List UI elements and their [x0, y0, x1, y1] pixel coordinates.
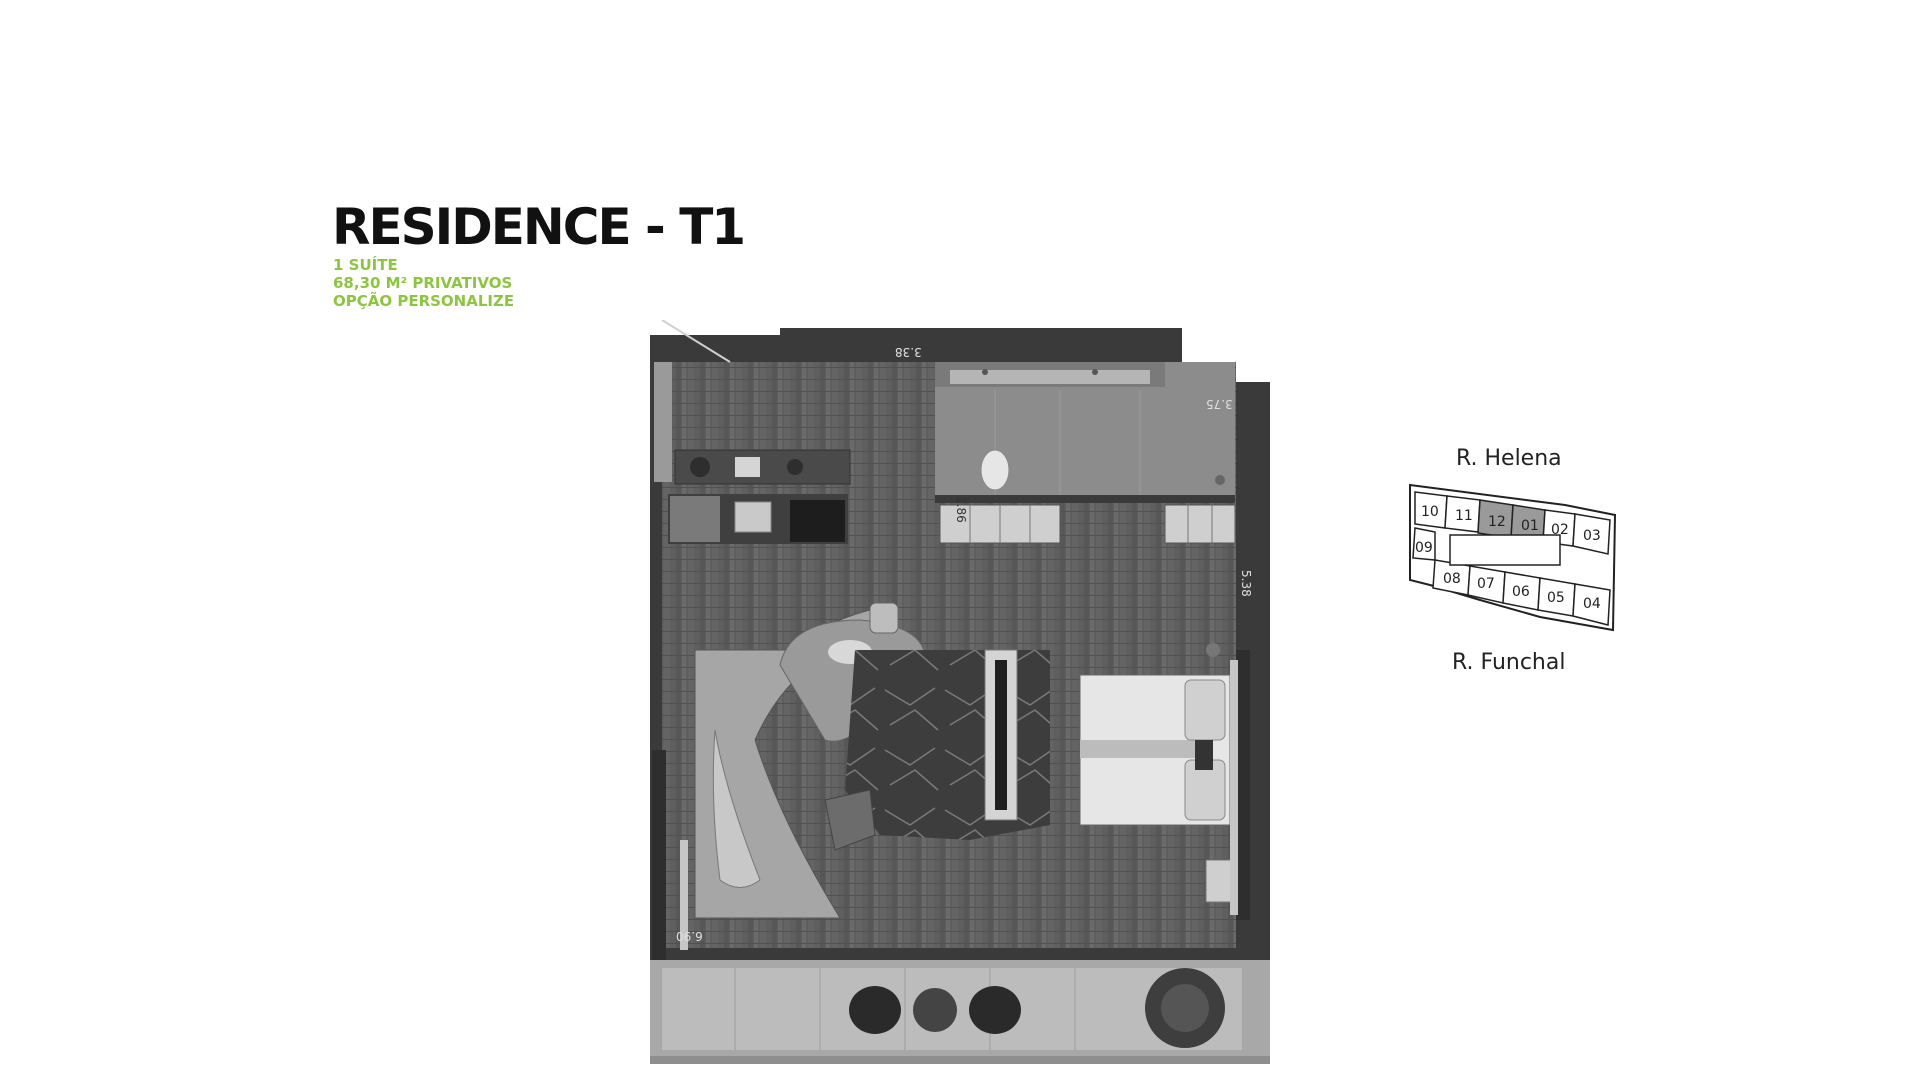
dim-label: 3.38	[895, 345, 922, 359]
unit-details: 1 SUÍTE 68,30 M² PRIVATIVOS OPÇÃO PERSON…	[333, 256, 514, 310]
dim-label: 6.90	[676, 929, 703, 943]
unit-label: 02	[1551, 522, 1569, 538]
unit-label: 12	[1488, 514, 1506, 530]
unit-label: 08	[1443, 571, 1461, 587]
unit-label: 09	[1415, 540, 1433, 556]
unit-label: 05	[1547, 590, 1565, 606]
unit-label: 04	[1583, 596, 1601, 612]
wardrobe-right	[1164, 504, 1236, 544]
page-title: RESIDENCE - T1	[332, 198, 746, 256]
dim-label: 5.38	[1239, 570, 1253, 597]
unit-label: 06	[1512, 584, 1530, 600]
unit-option: OPÇÃO PERSONALIZE	[333, 292, 515, 310]
unit-label: 10	[1421, 504, 1439, 520]
floor-plan: 3.38 3.75 1.86 5.38 6.90	[650, 320, 1270, 1064]
kitchen-sink	[734, 501, 772, 533]
nightstand	[1205, 859, 1235, 903]
shower-drain	[1215, 475, 1225, 485]
unit-label: 11	[1455, 508, 1473, 524]
building-keymap: 10 11 12 01 02 03 09 08 07 06 05 04	[1409, 483, 1617, 632]
rug	[845, 650, 1050, 840]
balcony-table	[913, 988, 957, 1032]
dim-label: 3.75	[1206, 397, 1233, 411]
toilet	[980, 449, 1010, 491]
unit-label: 07	[1477, 576, 1495, 592]
balcony-chair-left	[849, 986, 901, 1034]
dim-label: 1.86	[954, 496, 968, 523]
street-top-label: R. Helena	[1456, 446, 1562, 471]
street-bottom-label: R. Funchal	[1452, 650, 1566, 675]
unit-label: 03	[1583, 528, 1601, 544]
unit-suites: 1 SUÍTE	[333, 256, 398, 274]
unit-area: 68,30 M² PRIVATIVOS	[333, 274, 513, 292]
chair-top	[869, 602, 899, 634]
balcony-chair-right	[969, 986, 1021, 1034]
unit-label: 01	[1521, 518, 1539, 534]
window-left-top	[654, 362, 672, 482]
